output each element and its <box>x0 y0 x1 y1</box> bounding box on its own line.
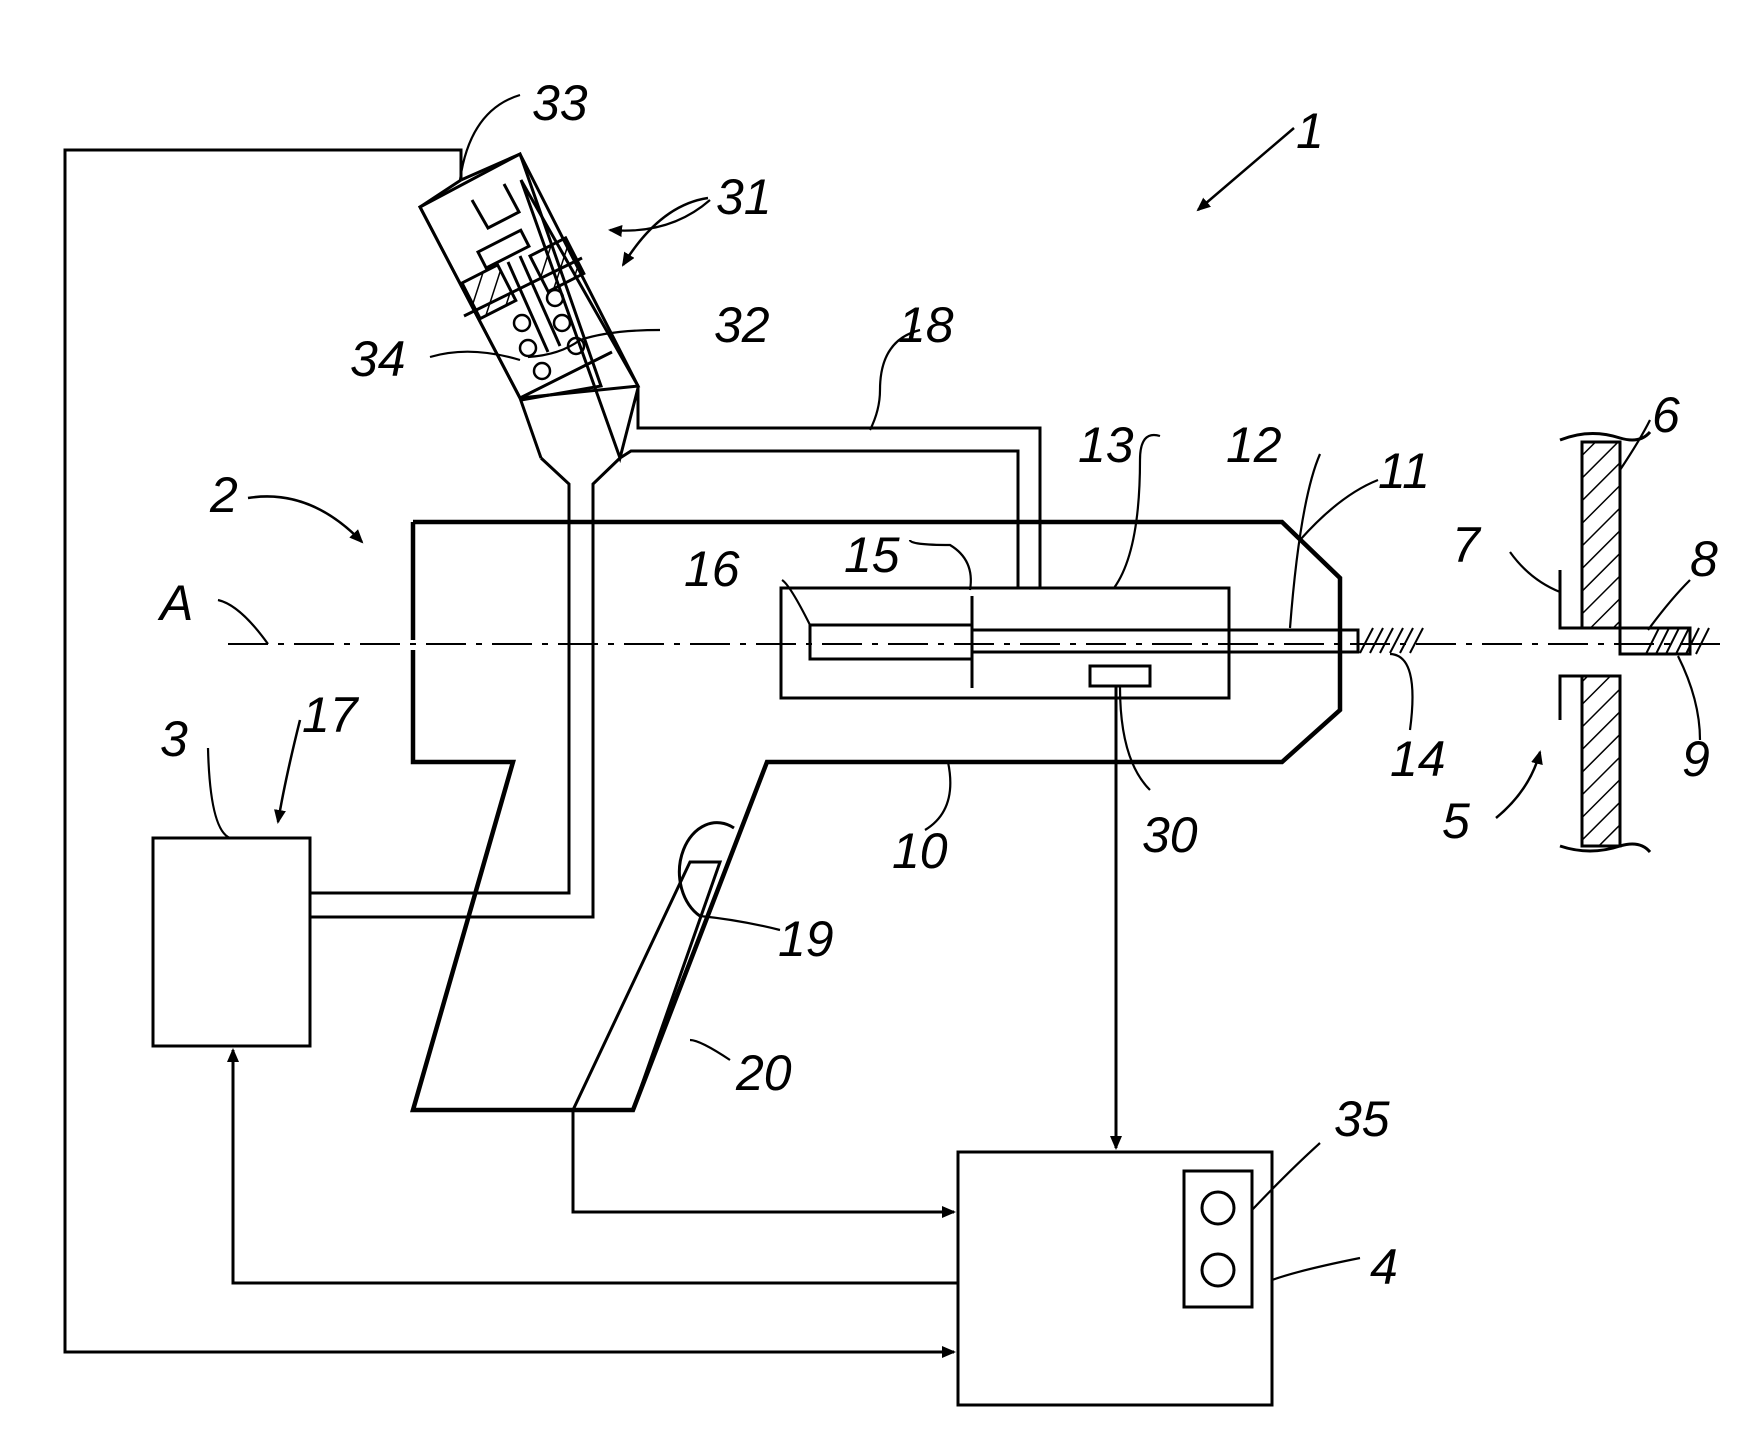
label-34: 34 <box>350 331 406 387</box>
fastener-14 <box>1360 628 1423 653</box>
signal-valve-to-control <box>65 150 954 1352</box>
control-unit-4 <box>958 1152 1272 1405</box>
label-31: 31 <box>716 169 772 225</box>
label-17: 17 <box>302 687 360 743</box>
element-33 <box>472 184 519 228</box>
label-5: 5 <box>1442 793 1470 849</box>
arrow-5 <box>1496 752 1540 818</box>
arrow-17 <box>278 720 300 822</box>
handle-element-20 <box>573 862 720 1110</box>
label-32: 32 <box>714 297 770 353</box>
coil-right <box>530 238 584 292</box>
label-a: A <box>157 575 193 631</box>
workpiece-lower-6 <box>1582 676 1620 846</box>
arrow-2 <box>248 496 362 542</box>
indicator-light-bottom <box>1202 1254 1234 1286</box>
label-7: 7 <box>1452 517 1482 573</box>
label-33: 33 <box>532 75 588 131</box>
label-15: 15 <box>844 527 900 583</box>
label-19: 19 <box>778 911 834 967</box>
label-9: 9 <box>1682 731 1710 787</box>
leader-lines <box>208 95 1700 1280</box>
label-10: 10 <box>892 823 948 879</box>
sensor-30 <box>1090 666 1150 686</box>
label-11: 11 <box>1378 443 1430 499</box>
label-20: 20 <box>735 1045 792 1101</box>
label-6: 6 <box>1652 387 1680 443</box>
label-3: 3 <box>160 711 188 767</box>
label-13: 13 <box>1078 417 1134 473</box>
element-16 <box>810 625 972 659</box>
label-4: 4 <box>1370 1239 1398 1295</box>
label-14: 14 <box>1390 731 1446 787</box>
thread-9 <box>1646 628 1709 654</box>
label-2: 2 <box>209 467 238 523</box>
indicator-light-top <box>1202 1192 1234 1224</box>
label-16: 16 <box>684 541 740 597</box>
element-7-lower <box>1560 676 1582 720</box>
bolt-8 <box>1620 628 1690 654</box>
label-1: 1 <box>1296 103 1324 159</box>
label-8: 8 <box>1690 531 1718 587</box>
piston-rod-12 <box>972 630 1358 652</box>
workpiece-break-top <box>1560 432 1650 440</box>
tool-housing-10 <box>413 522 1340 1110</box>
workpiece-upper-6 <box>1582 442 1620 628</box>
label-12: 12 <box>1226 417 1282 473</box>
arrow-1 <box>1198 128 1294 210</box>
arrow-31 <box>623 198 708 265</box>
coil-left <box>462 265 516 319</box>
signal-trigger-to-control <box>573 1110 954 1212</box>
label-30: 30 <box>1142 807 1198 863</box>
element-7-upper <box>1560 570 1582 628</box>
unit-3 <box>153 838 310 1046</box>
line-18-inner <box>620 451 1018 588</box>
signal-control-to-unit3 <box>233 1050 958 1283</box>
label-35: 35 <box>1334 1091 1390 1147</box>
label-18: 18 <box>898 297 954 353</box>
